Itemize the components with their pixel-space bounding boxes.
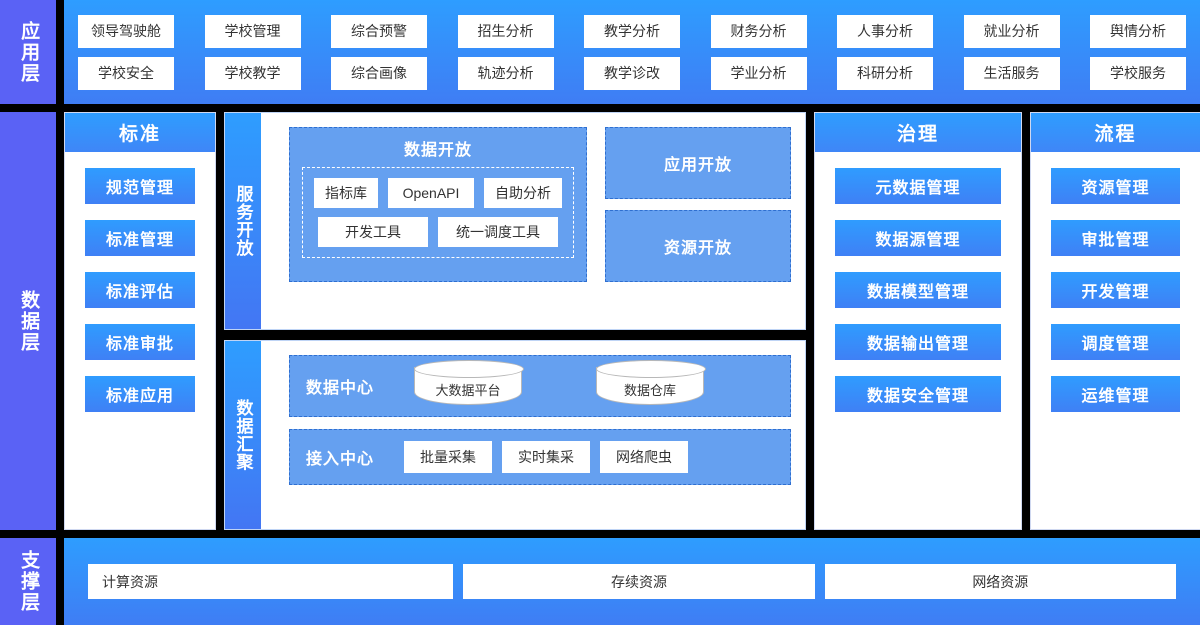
- application-tile[interactable]: 轨迹分析: [457, 56, 554, 90]
- resource-open-box[interactable]: 资源开放: [605, 210, 791, 282]
- standard-column-items: 规范管理标准管理标准评估标准审批标准应用: [65, 152, 215, 412]
- application-tile[interactable]: 就业分析: [963, 14, 1060, 48]
- data-gather-block: 数据汇聚 数据中心 大数据平台 数据仓库 接入中心 批量采集实时集采网络爬虫: [224, 340, 806, 530]
- process-item[interactable]: 资源管理: [1051, 168, 1180, 204]
- application-layer-panel: 领导驾驶舱学校管理综合预警招生分析教学分析财务分析人事分析就业分析舆情分析 学校…: [64, 0, 1200, 104]
- standard-item[interactable]: 标准评估: [85, 272, 195, 308]
- data-center-row: 数据中心 大数据平台 数据仓库: [289, 355, 791, 417]
- data-gather-content: 数据中心 大数据平台 数据仓库 接入中心 批量采集实时集采网络爬虫: [261, 341, 805, 529]
- application-tile[interactable]: 科研分析: [837, 56, 933, 90]
- data-open-tool[interactable]: 指标库: [314, 178, 378, 208]
- data-center-label: 数据中心: [306, 380, 375, 397]
- application-tile[interactable]: 学校安全: [78, 56, 174, 90]
- application-tile[interactable]: 教学分析: [584, 14, 680, 48]
- governance-item[interactable]: 数据安全管理: [835, 376, 1001, 412]
- data-open-row-1: 指标库 OpenAPI 自助分析: [311, 178, 565, 208]
- application-row-1: 领导驾驶舱学校管理综合预警招生分析教学分析财务分析人事分析就业分析舆情分析: [78, 14, 1186, 48]
- service-open-content: 数据开放 指标库 OpenAPI 自助分析 开发工具统一调度工具 应用开放 资源开放: [261, 113, 805, 329]
- application-tile[interactable]: 招生分析: [457, 14, 554, 48]
- data-layer-region: 标准 规范管理标准管理标准评估标准审批标准应用 服务开放 数据开放 指标库 Ope…: [0, 112, 1200, 530]
- data-open-tool[interactable]: 开发工具: [318, 217, 428, 247]
- acquisition-method[interactable]: 实时集采: [502, 441, 590, 473]
- database-cylinder-label: 大数据平台: [435, 383, 501, 398]
- process-column-title: 流程: [1031, 113, 1200, 152]
- access-center-row: 接入中心 批量采集实时集采网络爬虫: [289, 429, 791, 485]
- database-cylinder-icon[interactable]: 大数据平台: [414, 360, 524, 405]
- data-gather-side-label: 数据汇聚: [225, 341, 261, 529]
- layer-label-data-text: 数据层: [18, 289, 40, 353]
- standard-item[interactable]: 标准应用: [85, 376, 195, 412]
- access-center-label: 接入中心: [306, 451, 375, 468]
- database-cylinder-label: 数据仓库: [623, 383, 676, 398]
- data-open-row-2: 开发工具统一调度工具: [311, 217, 565, 247]
- standard-column: 标准 规范管理标准管理标准评估标准审批标准应用: [64, 112, 216, 530]
- application-row-2: 学校安全学校教学综合画像轨迹分析教学诊改学业分析科研分析生活服务学校服务: [78, 56, 1186, 90]
- application-tile[interactable]: 学校教学: [204, 56, 301, 90]
- process-item[interactable]: 审批管理: [1051, 220, 1180, 256]
- governance-item[interactable]: 数据输出管理: [835, 324, 1001, 360]
- standard-item[interactable]: 规范管理: [85, 168, 195, 204]
- application-tile[interactable]: 综合预警: [331, 14, 427, 48]
- app-open-box[interactable]: 应用开放: [605, 127, 791, 199]
- application-tile[interactable]: 教学诊改: [584, 56, 680, 90]
- application-tile[interactable]: 学校管理: [204, 14, 301, 48]
- layer-label-support: 支撑层: [0, 538, 56, 625]
- application-tile[interactable]: 综合画像: [331, 56, 427, 90]
- governance-item[interactable]: 数据模型管理: [835, 272, 1001, 308]
- application-tile[interactable]: 学校服务: [1090, 56, 1186, 90]
- data-open-tool[interactable]: 统一调度工具: [438, 217, 558, 247]
- standard-column-title: 标准: [65, 113, 215, 152]
- layer-label-support-text: 支撑层: [18, 550, 40, 613]
- governance-item[interactable]: 元数据管理: [835, 168, 1001, 204]
- database-cylinder-icon[interactable]: 数据仓库: [596, 360, 706, 405]
- application-tile[interactable]: 财务分析: [710, 14, 807, 48]
- support-resource-item[interactable]: 存续资源: [463, 564, 815, 599]
- acquisition-method[interactable]: 网络爬虫: [600, 441, 688, 473]
- process-column: 流程 资源管理审批管理开发管理调度管理运维管理: [1030, 112, 1200, 530]
- standard-item[interactable]: 标准审批: [85, 324, 195, 360]
- data-open-tools: 指标库 OpenAPI 自助分析 开发工具统一调度工具: [302, 167, 574, 258]
- data-open-box: 数据开放 指标库 OpenAPI 自助分析 开发工具统一调度工具: [289, 127, 587, 282]
- standard-item[interactable]: 标准管理: [85, 220, 195, 256]
- support-resource-item[interactable]: 网络资源: [824, 564, 1176, 599]
- process-item[interactable]: 开发管理: [1051, 272, 1180, 308]
- application-tile[interactable]: 学业分析: [710, 56, 807, 90]
- acquisition-method[interactable]: 批量采集: [404, 441, 492, 473]
- application-tile[interactable]: 领导驾驶舱: [78, 14, 174, 48]
- application-tile[interactable]: 人事分析: [837, 14, 933, 48]
- governance-column-title: 治理: [815, 113, 1021, 152]
- data-open-tool[interactable]: 自助分析: [484, 178, 562, 208]
- application-tile[interactable]: 生活服务: [963, 56, 1060, 90]
- service-open-side-label: 服务开放: [225, 113, 261, 329]
- layer-label-data: 数据层: [0, 112, 56, 530]
- layer-label-application-text: 应用层: [18, 20, 40, 84]
- governance-column-items: 元数据管理数据源管理数据模型管理数据输出管理数据安全管理: [815, 152, 1021, 412]
- support-layer-panel: 计算资源存续资源网络资源: [64, 538, 1200, 625]
- layer-label-application: 应用层: [0, 0, 56, 104]
- data-open-tool[interactable]: OpenAPI: [388, 178, 474, 208]
- service-open-block: 服务开放 数据开放 指标库 OpenAPI 自助分析 开发工具统一调度工具 应用开放…: [224, 112, 806, 330]
- data-store-list: 大数据平台 数据仓库: [414, 360, 706, 405]
- process-item[interactable]: 运维管理: [1051, 376, 1180, 412]
- governance-column: 治理 元数据管理数据源管理数据模型管理数据输出管理数据安全管理: [814, 112, 1022, 530]
- acquisition-method-list: 批量采集实时集采网络爬虫: [404, 441, 688, 473]
- process-item[interactable]: 调度管理: [1051, 324, 1180, 360]
- support-resource-item[interactable]: 计算资源: [88, 564, 454, 599]
- application-tile[interactable]: 舆情分析: [1090, 14, 1186, 48]
- data-open-title: 数据开放: [403, 142, 472, 159]
- process-column-items: 资源管理审批管理开发管理调度管理运维管理: [1031, 152, 1200, 412]
- governance-item[interactable]: 数据源管理: [835, 220, 1001, 256]
